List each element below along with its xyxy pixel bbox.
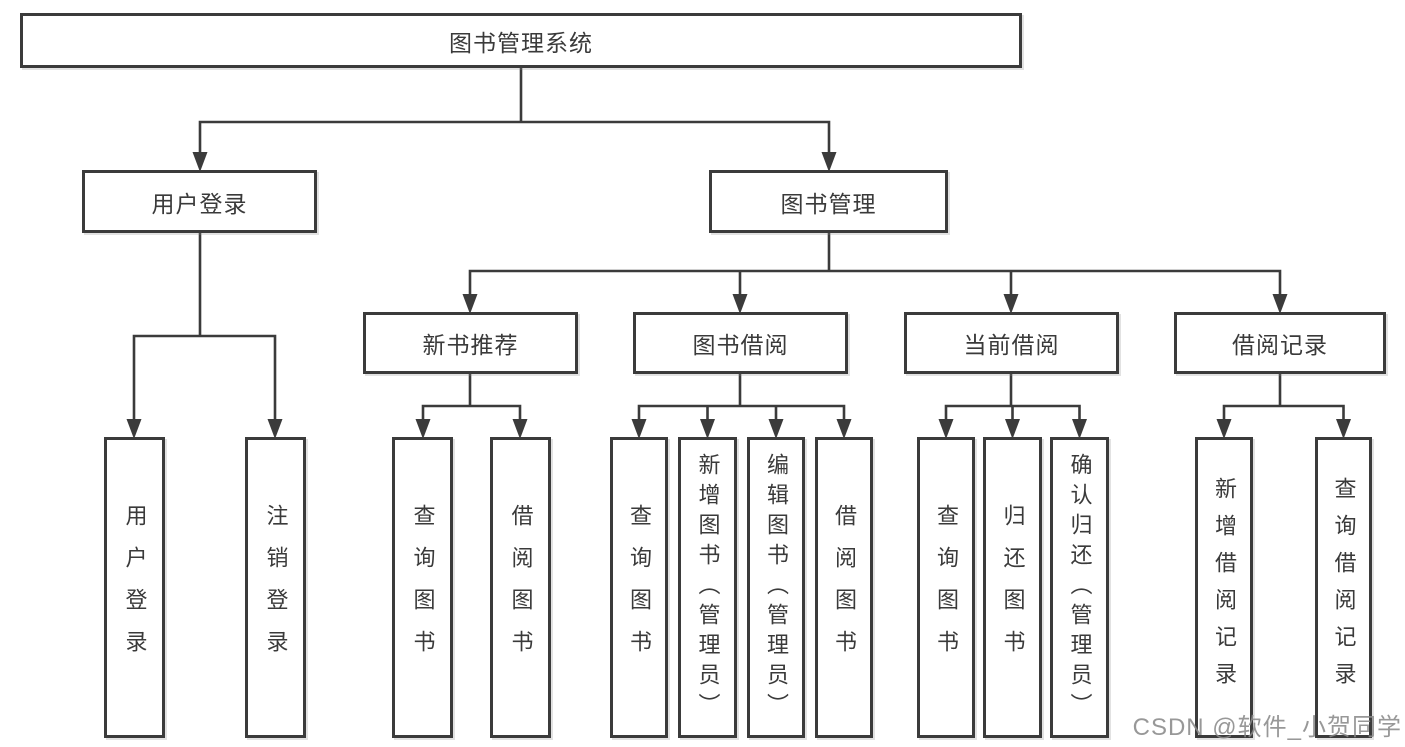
leaf-user-login: 用户登录 — [104, 437, 165, 738]
node-current-borrowing: 当前借阅 — [904, 312, 1119, 374]
node-book-management: 图书管理 — [709, 170, 948, 233]
leaf-edit-book-admin: 编辑图书（管理员） — [747, 437, 805, 738]
leaf-query-books-borrow: 查询图书 — [610, 437, 668, 738]
leaf-add-book-admin: 新增图书（管理员） — [678, 437, 737, 738]
leaf-borrow-books-borrow: 借阅图书 — [815, 437, 873, 738]
node-book-borrowing: 图书借阅 — [633, 312, 848, 374]
node-user-login: 用户登录 — [82, 170, 317, 233]
csdn-watermark: CSDN @软件_小贺同学 — [1132, 714, 1402, 741]
leaf-return-books: 归还图书 — [983, 437, 1042, 738]
node-borrowing-records: 借阅记录 — [1174, 312, 1386, 374]
leaf-query-borrow-record: 查询借阅记录 — [1315, 437, 1372, 738]
leaf-confirm-return-admin: 确认归还（管理员） — [1050, 437, 1109, 738]
leaf-borrow-books-recommend: 借阅图书 — [490, 437, 551, 738]
leaf-logout: 注销登录 — [245, 437, 306, 738]
leaf-query-books-current: 查询图书 — [917, 437, 975, 738]
node-new-book-recommendation: 新书推荐 — [363, 312, 578, 374]
leaf-query-books-recommend: 查询图书 — [392, 437, 453, 738]
node-library-management-system: 图书管理系统 — [20, 13, 1022, 68]
leaf-add-borrow-record: 新增借阅记录 — [1195, 437, 1253, 738]
